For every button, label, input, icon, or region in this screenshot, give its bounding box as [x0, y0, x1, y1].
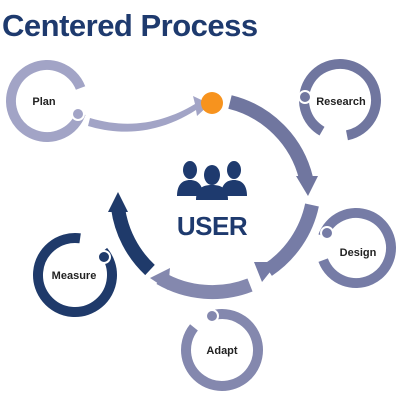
cycle-arrowhead-design — [254, 262, 278, 282]
cycle-arrow-measure — [111, 206, 155, 276]
cycle-arrow-adapt — [156, 271, 253, 300]
cycle-arrowhead-research — [296, 176, 318, 196]
center-label: USER — [177, 211, 248, 241]
plan-to-center-arrow — [88, 96, 210, 132]
cycle-arrowhead-adapt — [150, 268, 170, 290]
node-design-label: Design — [340, 247, 377, 259]
start-dot — [201, 92, 223, 114]
cycle-arrow-design — [263, 203, 319, 276]
node-plan: Plan — [6, 60, 88, 142]
node-adapt: Adapt — [181, 308, 263, 391]
node-design: Design — [316, 208, 396, 288]
page-title: Centered Process — [2, 8, 258, 43]
cycle-arrow-research — [228, 95, 313, 180]
users-group-icon — [177, 161, 247, 200]
node-research: Research — [298, 59, 381, 141]
node-plan-label: Plan — [32, 96, 56, 108]
node-research-label: Research — [316, 96, 366, 108]
node-adapt-label: Adapt — [206, 345, 238, 357]
node-measure: Measure — [33, 233, 117, 317]
center-cycle — [108, 95, 319, 300]
node-measure-label: Measure — [52, 270, 97, 282]
cycle-arrowhead-measure — [108, 192, 128, 212]
